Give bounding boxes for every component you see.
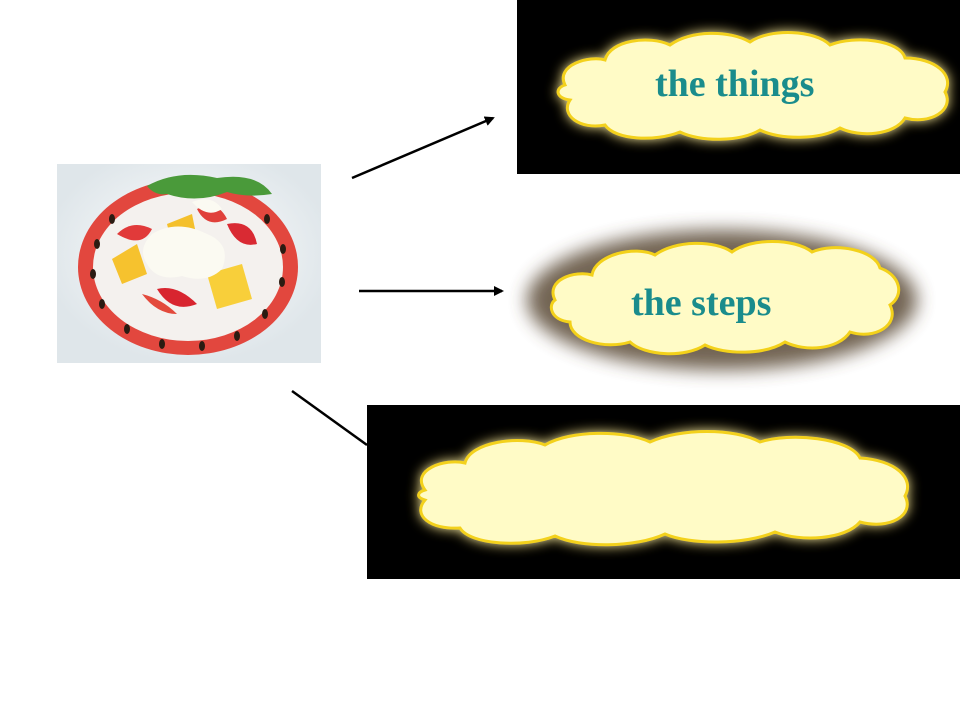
cloud-steps: [527, 230, 917, 370]
arrow-to-things: [351, 116, 495, 180]
cloud-blank: [417, 430, 910, 547]
bowl-seeds: [90, 214, 286, 351]
cloud-label-things: the things: [655, 63, 815, 105]
arrow-to-bottom-cloud: [291, 389, 368, 447]
cloud-things: [556, 31, 949, 141]
leaf-decoration: [147, 174, 272, 199]
cream-topping: [143, 226, 225, 279]
fruit-salad-illustration: [57, 164, 321, 363]
fruit-salad-image: [57, 164, 321, 363]
cloud-label-steps: the steps: [631, 282, 772, 324]
